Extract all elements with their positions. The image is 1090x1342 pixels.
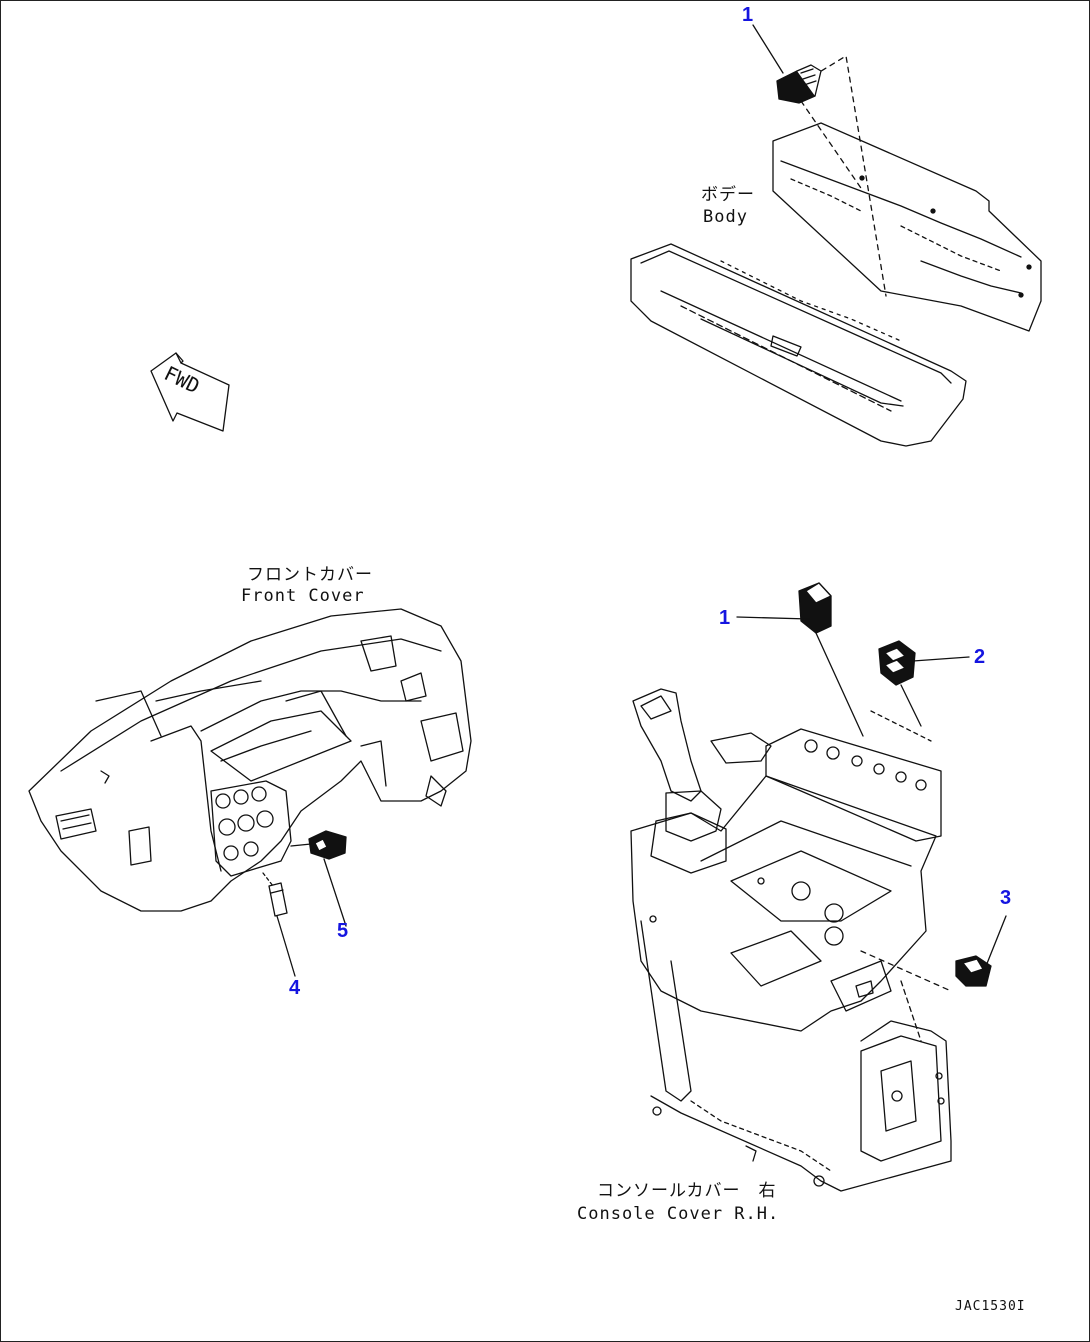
body-panel bbox=[630, 24, 1042, 447]
body-label-jp: ボデー bbox=[701, 185, 755, 205]
callout-1-top: 1 bbox=[742, 4, 754, 26]
callout-3: 3 bbox=[1000, 887, 1012, 909]
console-cover-label-jp: コンソールカバー 右 bbox=[597, 1181, 777, 1201]
callout-5: 5 bbox=[337, 920, 349, 942]
console-cover-label-en: Console Cover R.H. bbox=[577, 1204, 780, 1224]
fwd-arrow bbox=[150, 352, 230, 432]
console-cover-assembly bbox=[630, 582, 1007, 1192]
callout-4: 4 bbox=[289, 977, 301, 999]
front-cover-assembly bbox=[28, 608, 472, 977]
drawing-number: JAC1530I bbox=[955, 1299, 1026, 1314]
body-label-en: Body bbox=[703, 207, 748, 227]
callout-1-console: 1 bbox=[719, 607, 731, 629]
front-cover-label-jp: フロントカバー bbox=[247, 565, 373, 585]
callout-2: 2 bbox=[974, 646, 986, 668]
front-cover-label-en: Front Cover bbox=[241, 586, 365, 606]
